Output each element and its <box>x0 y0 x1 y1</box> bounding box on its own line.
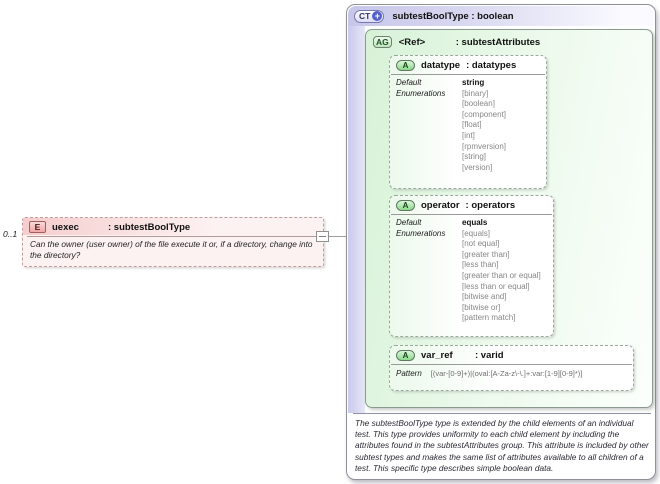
attribute-box-datatype[interactable]: A datatype : datatypes Default Enumerati… <box>389 55 547 189</box>
enum-value: [less than] <box>462 260 499 270</box>
cardinality-label: 0..1 <box>3 229 18 239</box>
facet-label-default: Default <box>396 78 422 87</box>
enum-value: [pattern match] <box>462 313 516 323</box>
enum-value: [equals] <box>462 228 491 238</box>
enum-value: [string] <box>462 152 487 162</box>
attribute-group-badge: AG <box>373 36 392 48</box>
type-description: The subtestBoolType type is extended by … <box>355 418 649 473</box>
enum-value: [rpmversion] <box>462 141 507 151</box>
element-header[interactable]: E uexec : subtestBoolType <box>23 218 323 235</box>
facet-label-default: Default <box>396 218 422 227</box>
plus-icon: + <box>372 11 383 21</box>
enum-value: [bitwise or] <box>462 302 501 312</box>
attribute-group-box: AG <Ref> : subtestAttributes A datatype … <box>365 29 653 408</box>
attribute-header[interactable]: A operator : operators <box>390 196 553 214</box>
element-name: uexec <box>52 221 79 233</box>
enum-value: [less than or equal] <box>462 281 530 291</box>
divider <box>27 236 319 237</box>
element-annotation: Can the owner (user owner) of the file e… <box>30 239 313 260</box>
attribute-name: var_ref <box>421 350 453 361</box>
attribute-box-operator[interactable]: A operator : operators Default Enumerati… <box>389 195 554 337</box>
enum-value: [boolean] <box>462 99 495 109</box>
enum-value: [not equal] <box>462 239 500 249</box>
attribute-badge: A <box>396 350 415 361</box>
attribute-box-var-ref[interactable]: A var_ref : varid Pattern [(var-[0-9]+)|… <box>389 345 634 391</box>
enum-value: [bitwise and] <box>462 292 507 302</box>
enum-value: [greater than] <box>462 249 510 259</box>
connector-line <box>324 236 347 237</box>
enum-value: [binary] <box>462 88 489 98</box>
attribute-name: operator <box>421 200 460 211</box>
complex-type-box: CT + subtestBoolType : boolean AG <Ref> … <box>346 4 656 480</box>
attribute-type: : operators <box>465 200 516 211</box>
divider <box>391 74 545 75</box>
attribute-group-header[interactable]: AG <Ref> : subtestAttributes <box>366 30 652 48</box>
complex-type-title: subtestBoolType : boolean <box>392 10 514 22</box>
enum-value: [component] <box>462 109 507 119</box>
attribute-type: : datatypes <box>466 60 517 71</box>
attribute-group-name: <Ref> <box>398 36 426 48</box>
enum-value: [version] <box>462 162 493 172</box>
facet-default-value: string <box>462 78 485 87</box>
attribute-badge: A <box>396 60 415 71</box>
divider <box>391 364 632 365</box>
facet-default-value: equals <box>462 218 488 227</box>
enum-value: [greater than or equal] <box>462 270 541 280</box>
facet-pattern-value: [(var-[0-9]+)|(oval:[A-Za-z\-\.]+:var:[1… <box>430 369 583 378</box>
element-badge: E <box>29 221 46 233</box>
attribute-header[interactable]: A datatype : datatypes <box>390 56 546 74</box>
facet-label-pattern: Pattern <box>396 369 422 378</box>
badge-label: CT <box>359 11 371 21</box>
facet-label-enumerations: Enumerations <box>396 228 446 238</box>
attribute-type: : varid <box>475 350 504 361</box>
left-accent-strip <box>348 25 365 413</box>
divider <box>353 413 651 414</box>
facet-table: Pattern [(var-[0-9]+)|(oval:[A-Za-z\-\.]… <box>390 365 633 378</box>
element-type: : subtestBoolType <box>108 221 191 233</box>
facet-label-enumerations: Enumerations <box>396 88 446 98</box>
attribute-name: datatype <box>421 60 461 71</box>
optional-connector-icon <box>316 231 329 242</box>
enum-value: [int] <box>462 130 475 140</box>
complex-type-badge: CT + <box>354 9 385 23</box>
divider <box>391 214 552 215</box>
facet-table: Default Enumerations string [binary] [bo… <box>390 75 546 173</box>
attribute-header[interactable]: A var_ref : varid <box>390 346 633 364</box>
element-box-uexec[interactable]: E uexec : subtestBoolType Can the owner … <box>22 217 324 267</box>
complex-type-header[interactable]: CT + subtestBoolType : boolean <box>348 6 654 26</box>
attribute-group-type: : subtestAttributes <box>455 36 541 48</box>
enum-value: [float] <box>462 120 482 130</box>
facet-table: Default Enumerations equals [equals] [no… <box>390 215 553 324</box>
attribute-badge: A <box>396 200 415 211</box>
